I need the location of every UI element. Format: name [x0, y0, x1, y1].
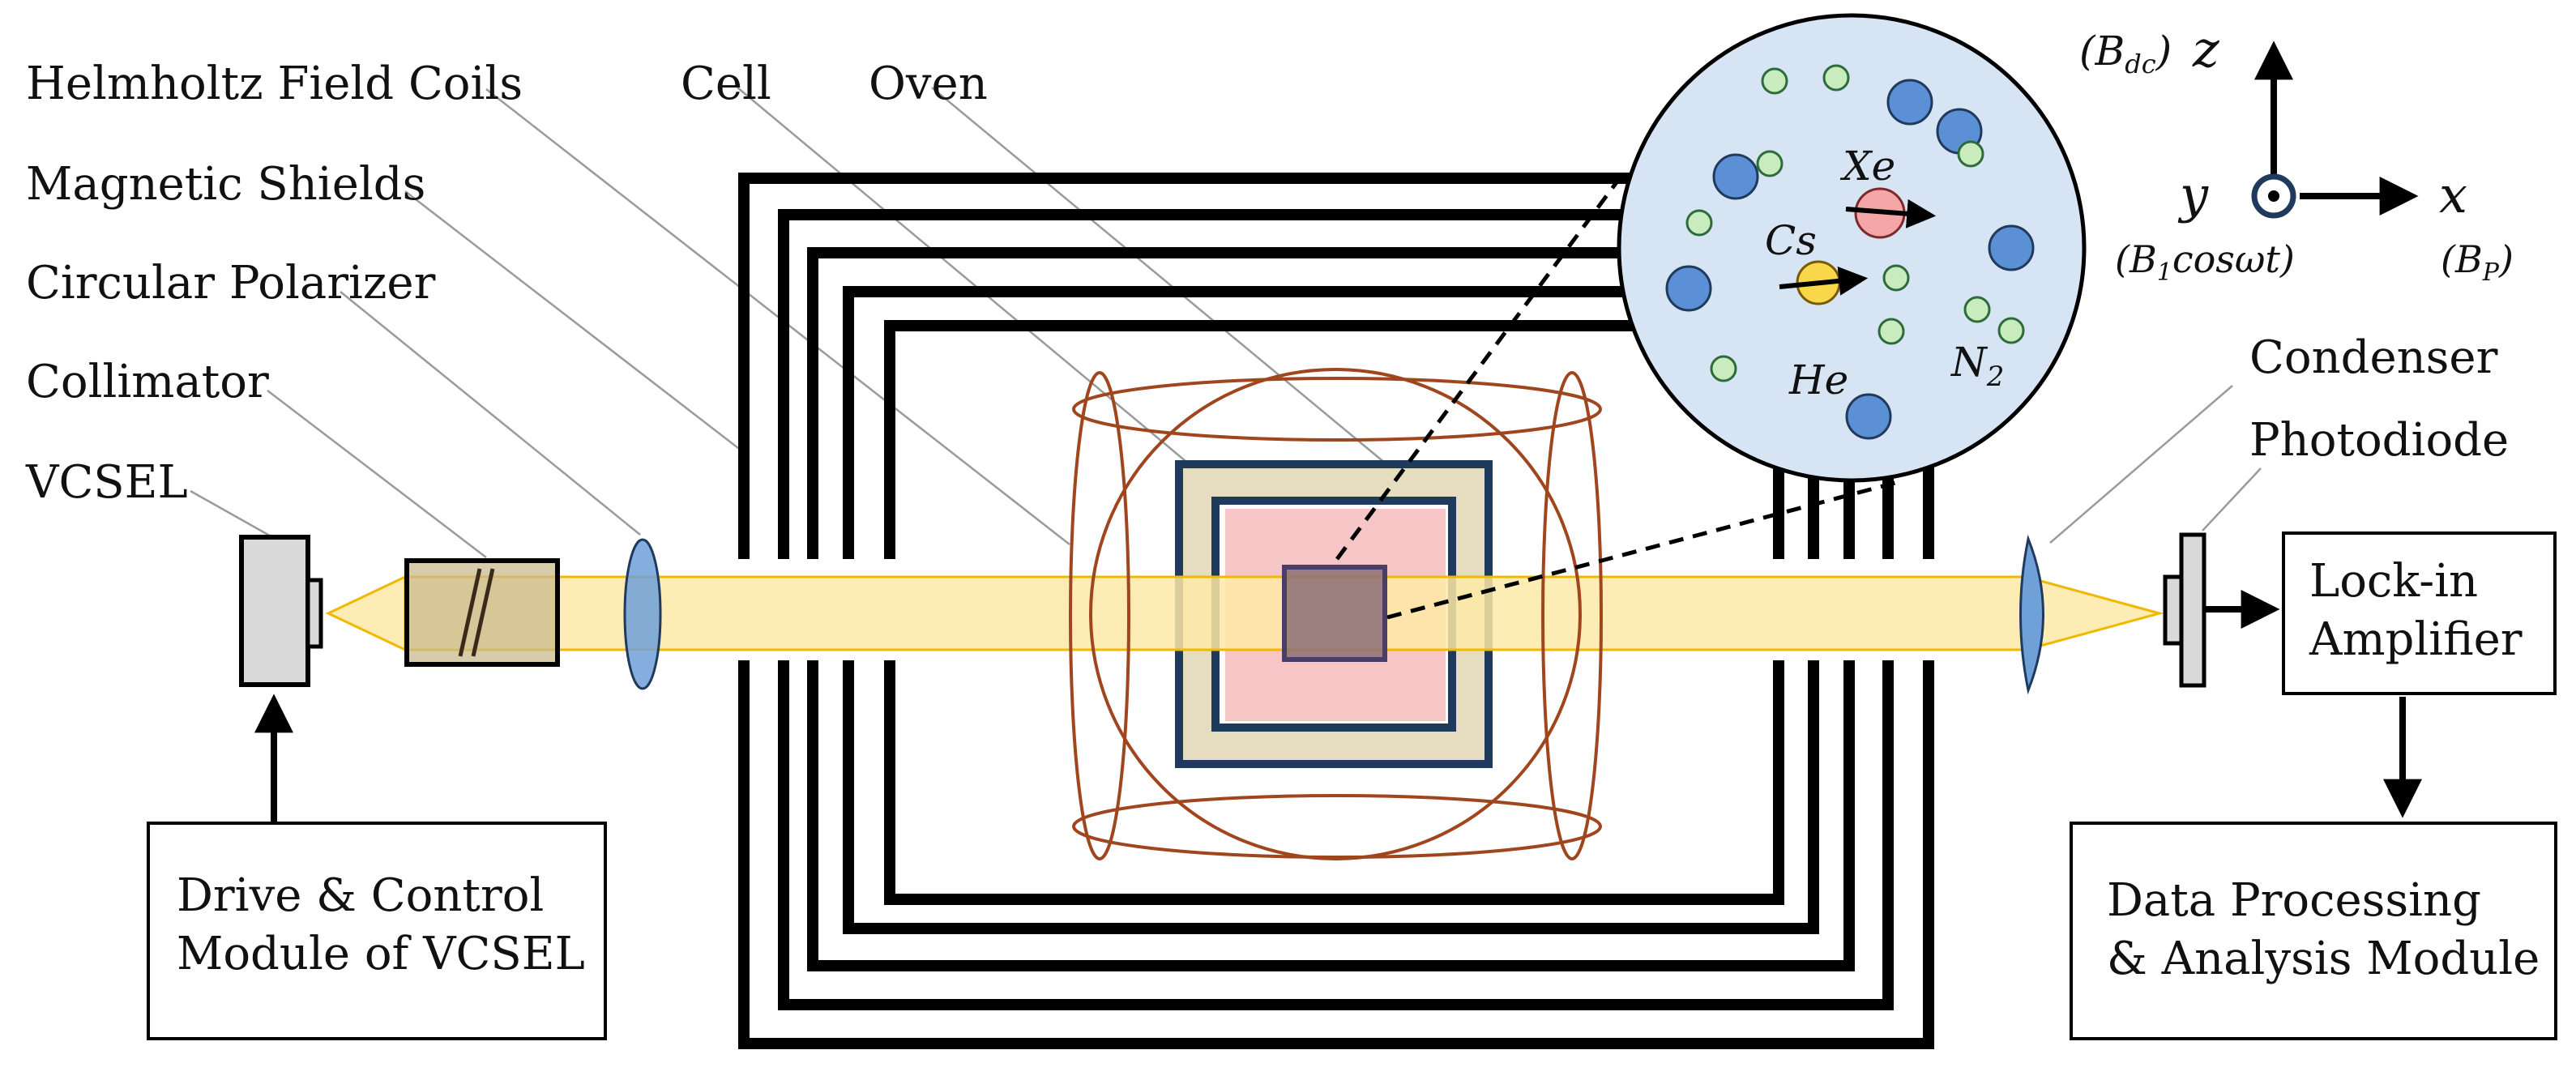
- cs-spin-arrow: [1779, 266, 1869, 296]
- label-helmholtz: Helmholtz Field Coils: [26, 58, 523, 110]
- he-label: He: [1788, 356, 1848, 403]
- beam-converging-cone: [2024, 575, 2164, 651]
- helmholtz-coils: [1069, 368, 1603, 860]
- drive-control-box: [147, 822, 607, 1040]
- cs-label: Cs: [1765, 217, 1817, 264]
- leader-collimator: [267, 390, 487, 558]
- photodiode: [2163, 532, 2206, 688]
- vapor-cell: [1282, 565, 1387, 662]
- n2-atoms: [1685, 64, 2025, 382]
- n2-label: N2: [1950, 339, 2004, 393]
- label-vcsel: VCSEL: [25, 456, 188, 509]
- signal-arrows: [254, 590, 2422, 822]
- lockin-amplifier-box: [2282, 531, 2557, 695]
- leader-vcsel: [190, 489, 275, 540]
- condenser-lens: [2019, 534, 2044, 695]
- z-axis-label: z: [2192, 19, 2219, 79]
- xe-spin-arrow: [1845, 198, 1937, 228]
- component-labels: Helmholtz Field Coils Magnetic Shields C…: [25, 58, 2509, 509]
- y-axis-dot: [2268, 190, 2279, 202]
- collimator: [404, 558, 560, 667]
- coil-front-ring: [1089, 368, 1582, 860]
- box-labels: Drive & Control Module of VCSEL Lock-in …: [177, 555, 2540, 985]
- data-box-line1: Data Processing: [2107, 874, 2481, 927]
- lockin-box-line2: Amplifier: [2309, 613, 2523, 666]
- coil-left: [1069, 371, 1130, 860]
- circular-polarizer-lens: [623, 538, 662, 690]
- drive-box-line1: Drive & Control: [177, 869, 544, 922]
- label-condenser: Condenser: [2249, 331, 2498, 384]
- leader-oven: [931, 87, 1386, 464]
- leader-condenser: [2049, 385, 2233, 544]
- data-box-line2: & Analysis Module: [2107, 933, 2540, 985]
- atom-labels: Xe Cs He N2: [1765, 143, 2004, 403]
- label-cell: Cell: [681, 58, 771, 110]
- coordinate-axes: [2254, 41, 2419, 216]
- coil-top: [1072, 377, 1602, 442]
- drive-box-line2: Module of VCSEL: [177, 928, 585, 980]
- leader-shields: [404, 190, 746, 455]
- leader-polarizer: [340, 291, 641, 536]
- y-field-label: (B1cosωt): [2115, 237, 2295, 287]
- coil-right: [1541, 371, 1603, 860]
- data-processing-box: [2070, 822, 2557, 1040]
- z-field-label: (Bdc): [2079, 28, 2172, 79]
- x-field-label: (BP): [2441, 237, 2514, 287]
- vcsel-laser: [239, 535, 323, 687]
- laser-beam: [325, 574, 2164, 652]
- y-axis-label: y: [2177, 165, 2209, 224]
- label-photodiode: Photodiode: [2249, 414, 2509, 467]
- xe-label: Xe: [1839, 143, 1895, 190]
- he-atoms: [1665, 79, 2035, 440]
- lockin-box-line1: Lock-in: [2309, 555, 2478, 608]
- atoms: [1665, 64, 2035, 440]
- beam-expanding-cone: [325, 574, 407, 652]
- label-collimator: Collimator: [26, 356, 269, 408]
- coil-bottom: [1072, 794, 1602, 859]
- zoom-lines: [1335, 181, 1905, 620]
- leader-photodiode: [2202, 467, 2262, 531]
- label-shields: Magnetic Shields: [26, 158, 425, 211]
- x-axis-label: x: [2439, 165, 2467, 224]
- axis-labels: (Bdc) z y x (B1cosωt) (BP): [2079, 19, 2514, 287]
- label-polarizer: Circular Polarizer: [26, 257, 436, 309]
- beam-main: [404, 575, 2027, 651]
- label-oven: Oven: [869, 58, 988, 110]
